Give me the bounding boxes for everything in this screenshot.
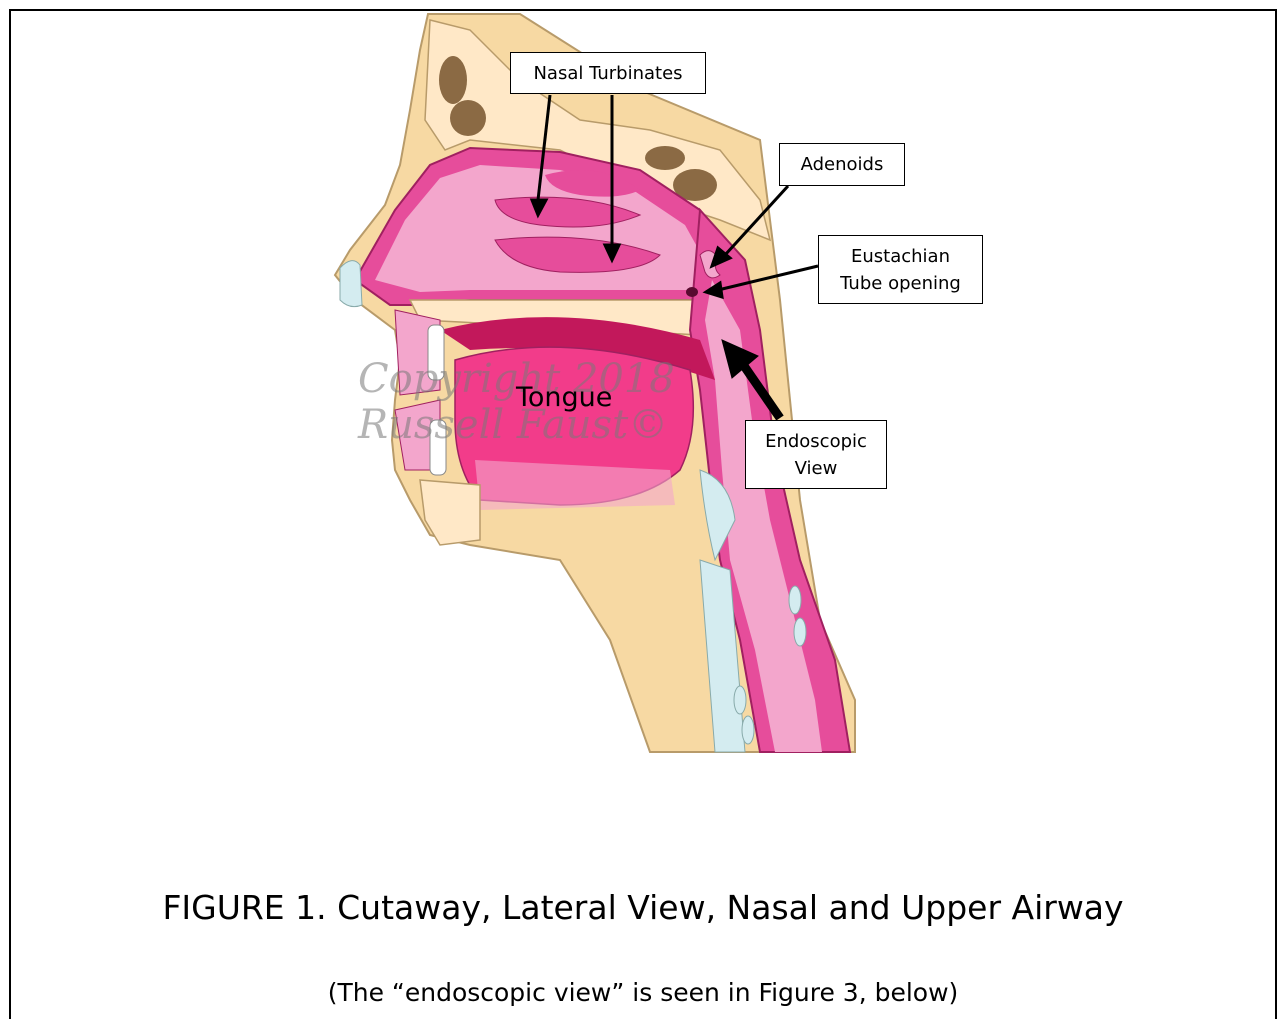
endoscopic-view-callout: Endoscopic View xyxy=(745,420,887,489)
adenoids-callout: Adenoids xyxy=(779,143,905,186)
eustachian-tube-callout: Eustachian Tube opening xyxy=(818,235,983,304)
nasal-turbinates-callout: Nasal Turbinates xyxy=(510,52,706,94)
frontal-sinus-1 xyxy=(439,56,467,104)
eustachian-opening xyxy=(686,287,698,297)
tongue-label: Tongue xyxy=(516,382,612,413)
figure-caption: FIGURE 1. Cutaway, Lateral View, Nasal a… xyxy=(0,888,1286,927)
frontal-sinus-2 xyxy=(450,100,486,136)
sphenoid-sinus xyxy=(645,146,685,170)
nasal-ala xyxy=(340,261,362,307)
figure-subcaption: (The “endoscopic view” is seen in Figure… xyxy=(0,978,1286,1007)
